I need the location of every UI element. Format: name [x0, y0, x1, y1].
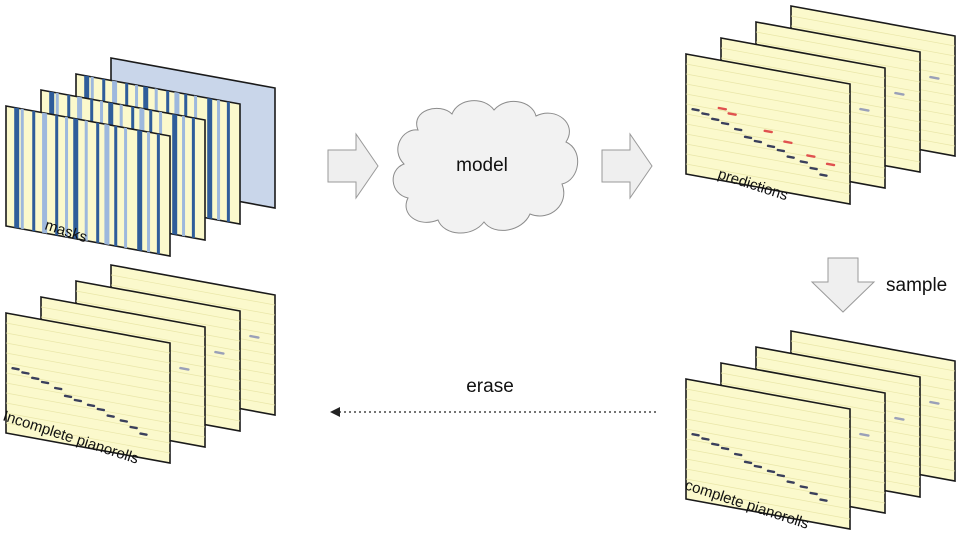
predictions-sheet-content — [686, 63, 850, 195]
model-label: model — [456, 155, 508, 176]
complete-sheet-content — [686, 388, 850, 520]
incomplete-pianorolls-stack — [5, 264, 276, 464]
predictions-sheet — [685, 53, 851, 205]
masks-sheet-content — [14, 106, 160, 256]
incomplete-sheet-content — [6, 322, 170, 454]
left-arrow-head-icon — [330, 407, 340, 417]
complete-sheet — [685, 378, 851, 530]
complete-pianorolls-stack — [685, 330, 956, 530]
cloud-icon — [392, 100, 579, 234]
masks-sheet — [5, 105, 171, 257]
right-arrow-icon — [327, 132, 379, 200]
masks-stack — [5, 57, 276, 257]
right-arrow-icon — [601, 132, 653, 200]
erase-label: erase — [466, 376, 514, 397]
incomplete-sheet — [5, 312, 171, 464]
sample-label: sample — [886, 275, 947, 296]
down-arrow-icon — [810, 257, 876, 313]
predictions-stack — [685, 5, 956, 205]
